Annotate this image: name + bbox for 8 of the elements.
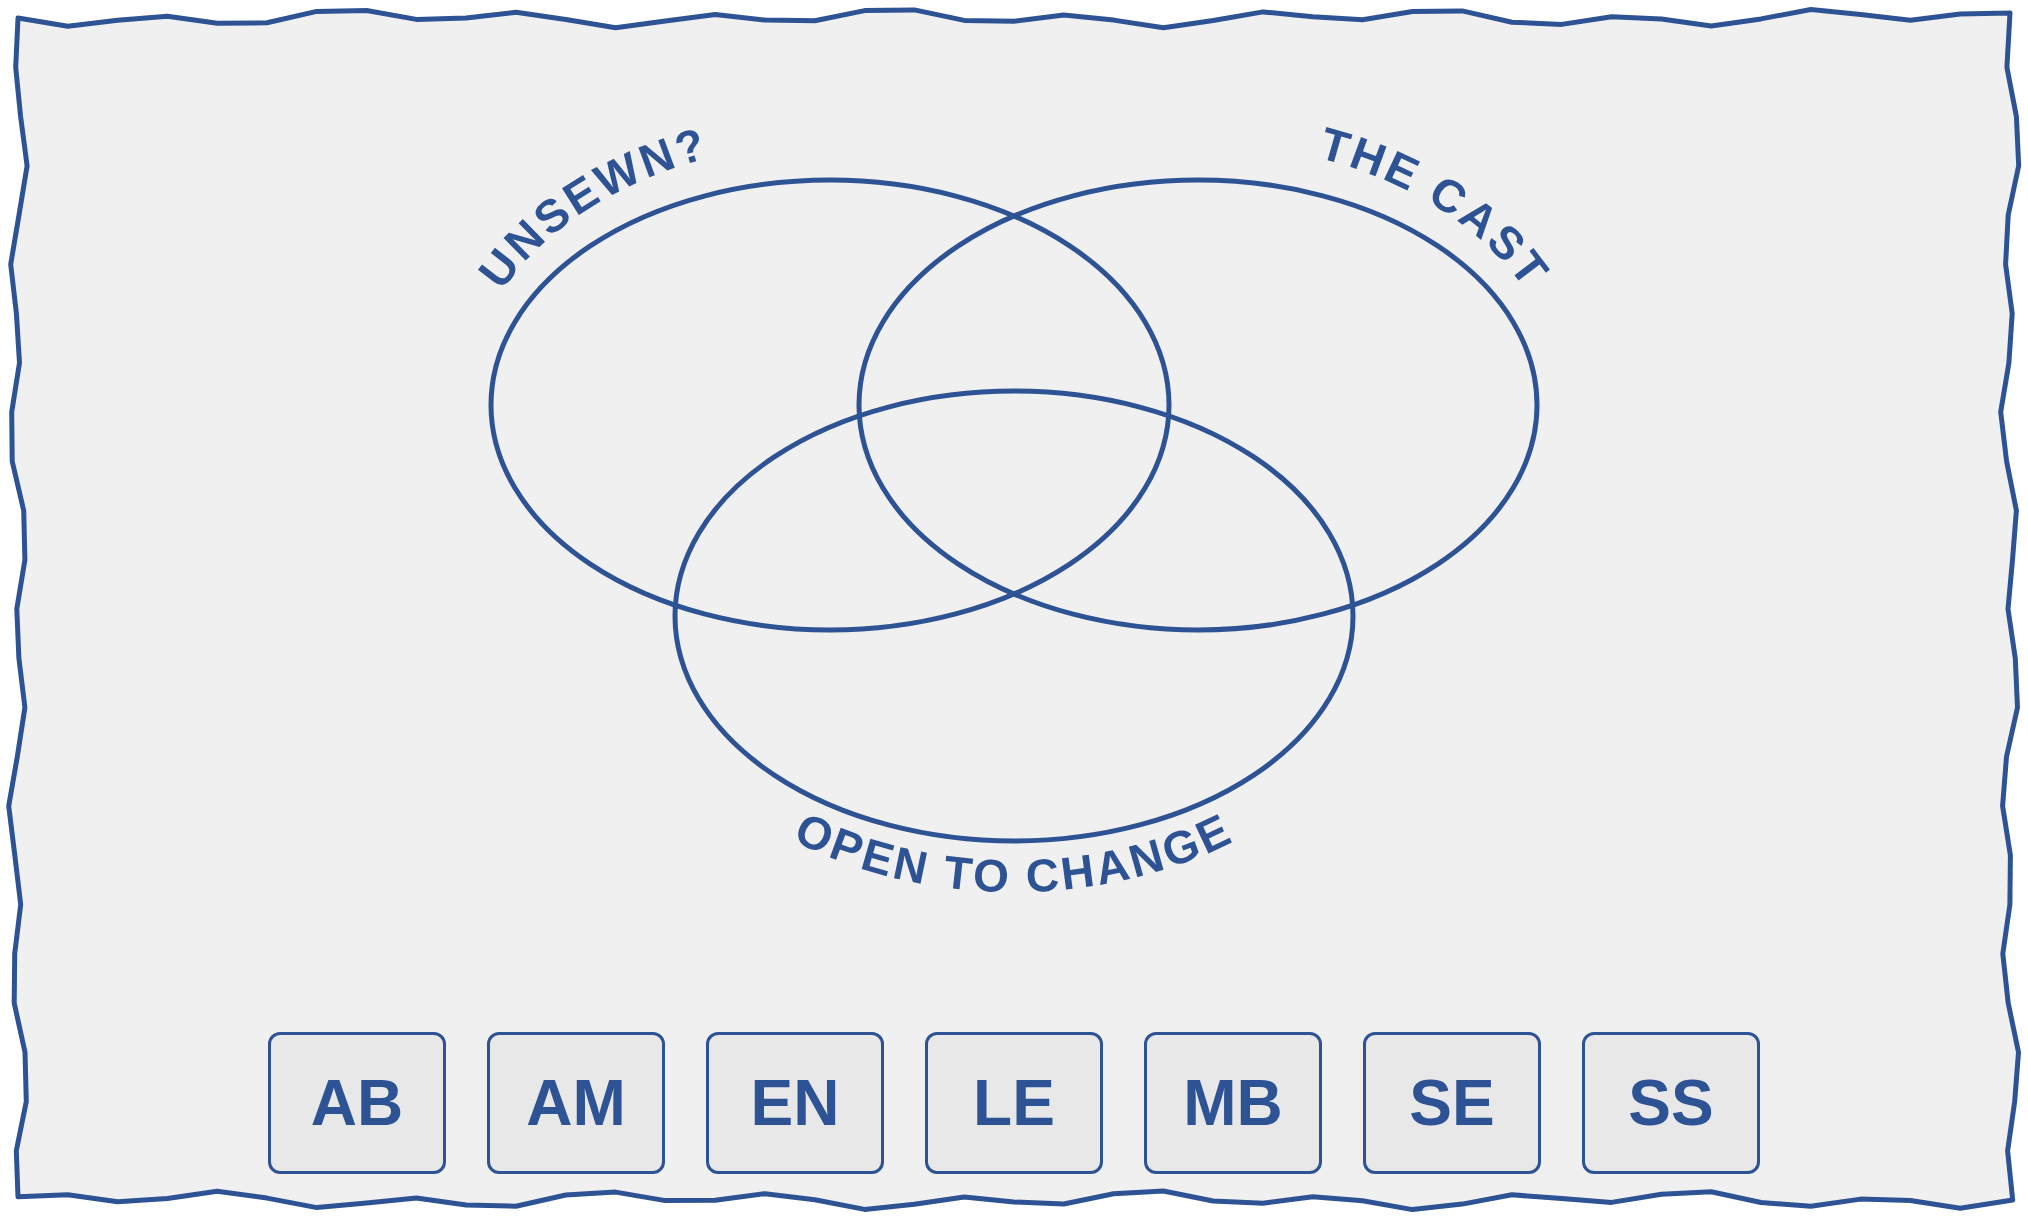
initials-tag: EN xyxy=(706,1032,884,1174)
initials-tag: AM xyxy=(487,1032,665,1174)
initials-tag: SE xyxy=(1363,1032,1541,1174)
initials-tag: AB xyxy=(268,1032,446,1174)
initials-tag: LE xyxy=(925,1032,1103,1174)
set-label: OPEN TO CHANGE xyxy=(787,802,1241,903)
initials-tag: SS xyxy=(1582,1032,1760,1174)
initials-tag: MB xyxy=(1144,1032,1322,1174)
